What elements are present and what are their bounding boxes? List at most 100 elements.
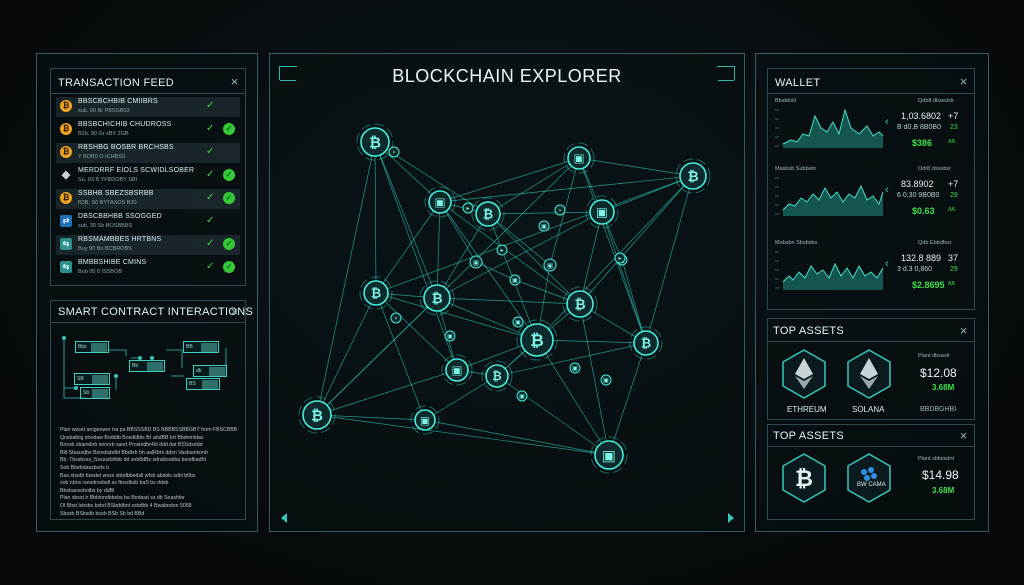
- asset-name: ETHREUM: [787, 405, 827, 414]
- wallet-title: WALLET: [775, 77, 821, 89]
- contract-log-line: Qnsbalbig strodaw Bodtdb Bosdldbls Br ah…: [60, 434, 204, 441]
- close-icon[interactable]: ×: [230, 304, 239, 319]
- smart-contract-title: SMART CONTRACT INTERACTIONS: [58, 306, 254, 318]
- network-edge: [496, 375, 610, 456]
- bitcoin-node[interactable]: ₿: [629, 326, 663, 360]
- check-icon: ✓: [206, 169, 215, 180]
- block-node[interactable]: ▣: [543, 258, 557, 272]
- block-node[interactable]: ▣: [516, 390, 528, 402]
- block-node[interactable]: ▣: [585, 195, 619, 229]
- node-tag: [201, 343, 217, 352]
- block-node[interactable]: ›: [390, 312, 402, 324]
- block-node[interactable]: ▣: [512, 316, 524, 328]
- contract-node[interactable]: BB: [183, 341, 219, 353]
- bitcoin-node[interactable]: ₿: [356, 123, 394, 161]
- bitcoin-icon[interactable]: ₿: [780, 452, 828, 504]
- block-node[interactable]: ›: [554, 204, 566, 216]
- block-icon: ›: [395, 315, 398, 322]
- bitcoin-node[interactable]: ₿: [359, 276, 393, 310]
- block-node[interactable]: ▣: [469, 255, 483, 269]
- block-node[interactable]: ▣: [590, 436, 628, 474]
- token-icon: ⇄: [60, 215, 72, 227]
- block-node[interactable]: ▣: [600, 374, 612, 386]
- blockchain-network-graph[interactable]: ₿▣₿▣₿▣₿₿₿₿₿▣₿₿▣▣▣▣▣▣›▸›▸▸▣▣▣›▣▣▣: [270, 90, 744, 510]
- network-edge: [316, 414, 426, 421]
- block-node[interactable]: ▣: [441, 354, 473, 386]
- check-icon: ✓: [206, 215, 215, 226]
- scroll-right-arrow[interactable]: [728, 513, 734, 523]
- contract-log-line: Ol Bbst lsbsbs bsbd BSbddbnt ssbdbb 4 Bw…: [60, 502, 192, 509]
- block-node[interactable]: ▣: [424, 186, 456, 218]
- block-node[interactable]: ▣: [509, 274, 521, 286]
- node-tag: [92, 389, 108, 398]
- check-circle-icon: ✓: [223, 192, 235, 204]
- contract-log-line: Bas sbsdb bsedet wsss sbbdbbedsll wfsb a…: [60, 472, 196, 479]
- scroll-left-arrow[interactable]: [281, 513, 287, 523]
- contract-node[interactable]: BS: [186, 378, 220, 390]
- contract-node[interactable]: db: [193, 365, 227, 377]
- left-outer-frame: [36, 53, 258, 532]
- contract-log-line: Bb: Tbssbsss_Ssszadshbb dd sob8dBs sdnsb…: [60, 457, 206, 464]
- network-edge: [374, 141, 377, 294]
- contract-node[interactable]: Sb: [80, 387, 110, 399]
- check-icon: ✓: [206, 238, 215, 249]
- block-node[interactable]: ▸: [614, 252, 626, 264]
- chevron-left-icon[interactable]: ‹: [885, 116, 889, 128]
- contract-node[interactable]: Bbs: [75, 341, 109, 353]
- node-tag: [92, 375, 108, 384]
- bitcoin-node[interactable]: ₿: [481, 360, 513, 392]
- cardano-icon[interactable]: [845, 452, 893, 504]
- bitcoin-node[interactable]: ₿: [298, 396, 336, 434]
- network-edge: [578, 157, 694, 177]
- corner-bracket: [717, 66, 735, 80]
- wallet-card-label: Mobsbn Sbsbsbs: [775, 240, 818, 246]
- ethereum-icon[interactable]: [845, 348, 893, 400]
- close-icon[interactable]: ×: [959, 428, 968, 443]
- close-icon[interactable]: ×: [959, 323, 968, 338]
- chevron-left-icon[interactable]: ‹: [885, 258, 889, 270]
- network-edge: [316, 141, 376, 416]
- network-edge: [375, 292, 538, 341]
- close-icon[interactable]: ×: [230, 74, 239, 89]
- top-assets-title: TOP ASSETS: [773, 430, 845, 442]
- bitcoin-icon: ₿: [311, 407, 323, 424]
- bitcoin-node[interactable]: ₿: [516, 319, 558, 361]
- block-node[interactable]: ▣: [569, 362, 581, 374]
- ethereum-icon[interactable]: [780, 348, 828, 400]
- block-node[interactable]: ▣: [444, 330, 456, 342]
- contract-node[interactable]: Bb: [129, 360, 165, 372]
- block-node[interactable]: ›: [388, 146, 400, 158]
- block-node[interactable]: ▣: [410, 405, 440, 435]
- trend-up-icon: ʌʌ: [948, 206, 955, 213]
- network-edge: [316, 292, 377, 416]
- bitcoin-icon: ₿: [431, 291, 442, 307]
- top-assets-title: TOP ASSETS: [773, 325, 845, 337]
- contract-log-line: Bnssb sbamdnb seonrb sand Prosindbr4ld d…: [60, 442, 203, 449]
- bitcoin-icon: ₿: [641, 336, 651, 351]
- block-icon: ▣: [596, 205, 608, 220]
- block-node[interactable]: ▣: [563, 142, 595, 174]
- block-node[interactable]: ▸: [496, 244, 508, 256]
- network-edge: [601, 211, 647, 344]
- block-node[interactable]: ▣: [538, 220, 550, 232]
- bitcoin-node[interactable]: ₿: [562, 286, 598, 322]
- block-node[interactable]: ▸: [462, 202, 474, 214]
- chevron-left-icon[interactable]: ‹: [885, 184, 889, 196]
- close-icon[interactable]: ×: [959, 74, 968, 89]
- bitcoin-node[interactable]: ₿: [471, 197, 505, 231]
- asset-name: SOLANA: [852, 405, 885, 414]
- network-edge: [496, 342, 647, 377]
- bitcoin-node[interactable]: ₿: [419, 280, 455, 316]
- contract-node[interactable]: SB: [74, 373, 110, 385]
- bitcoin-node[interactable]: ₿: [675, 158, 711, 194]
- network-edge: [439, 201, 581, 305]
- transaction-title: DBSCBBHBB SSOGGED: [78, 213, 162, 220]
